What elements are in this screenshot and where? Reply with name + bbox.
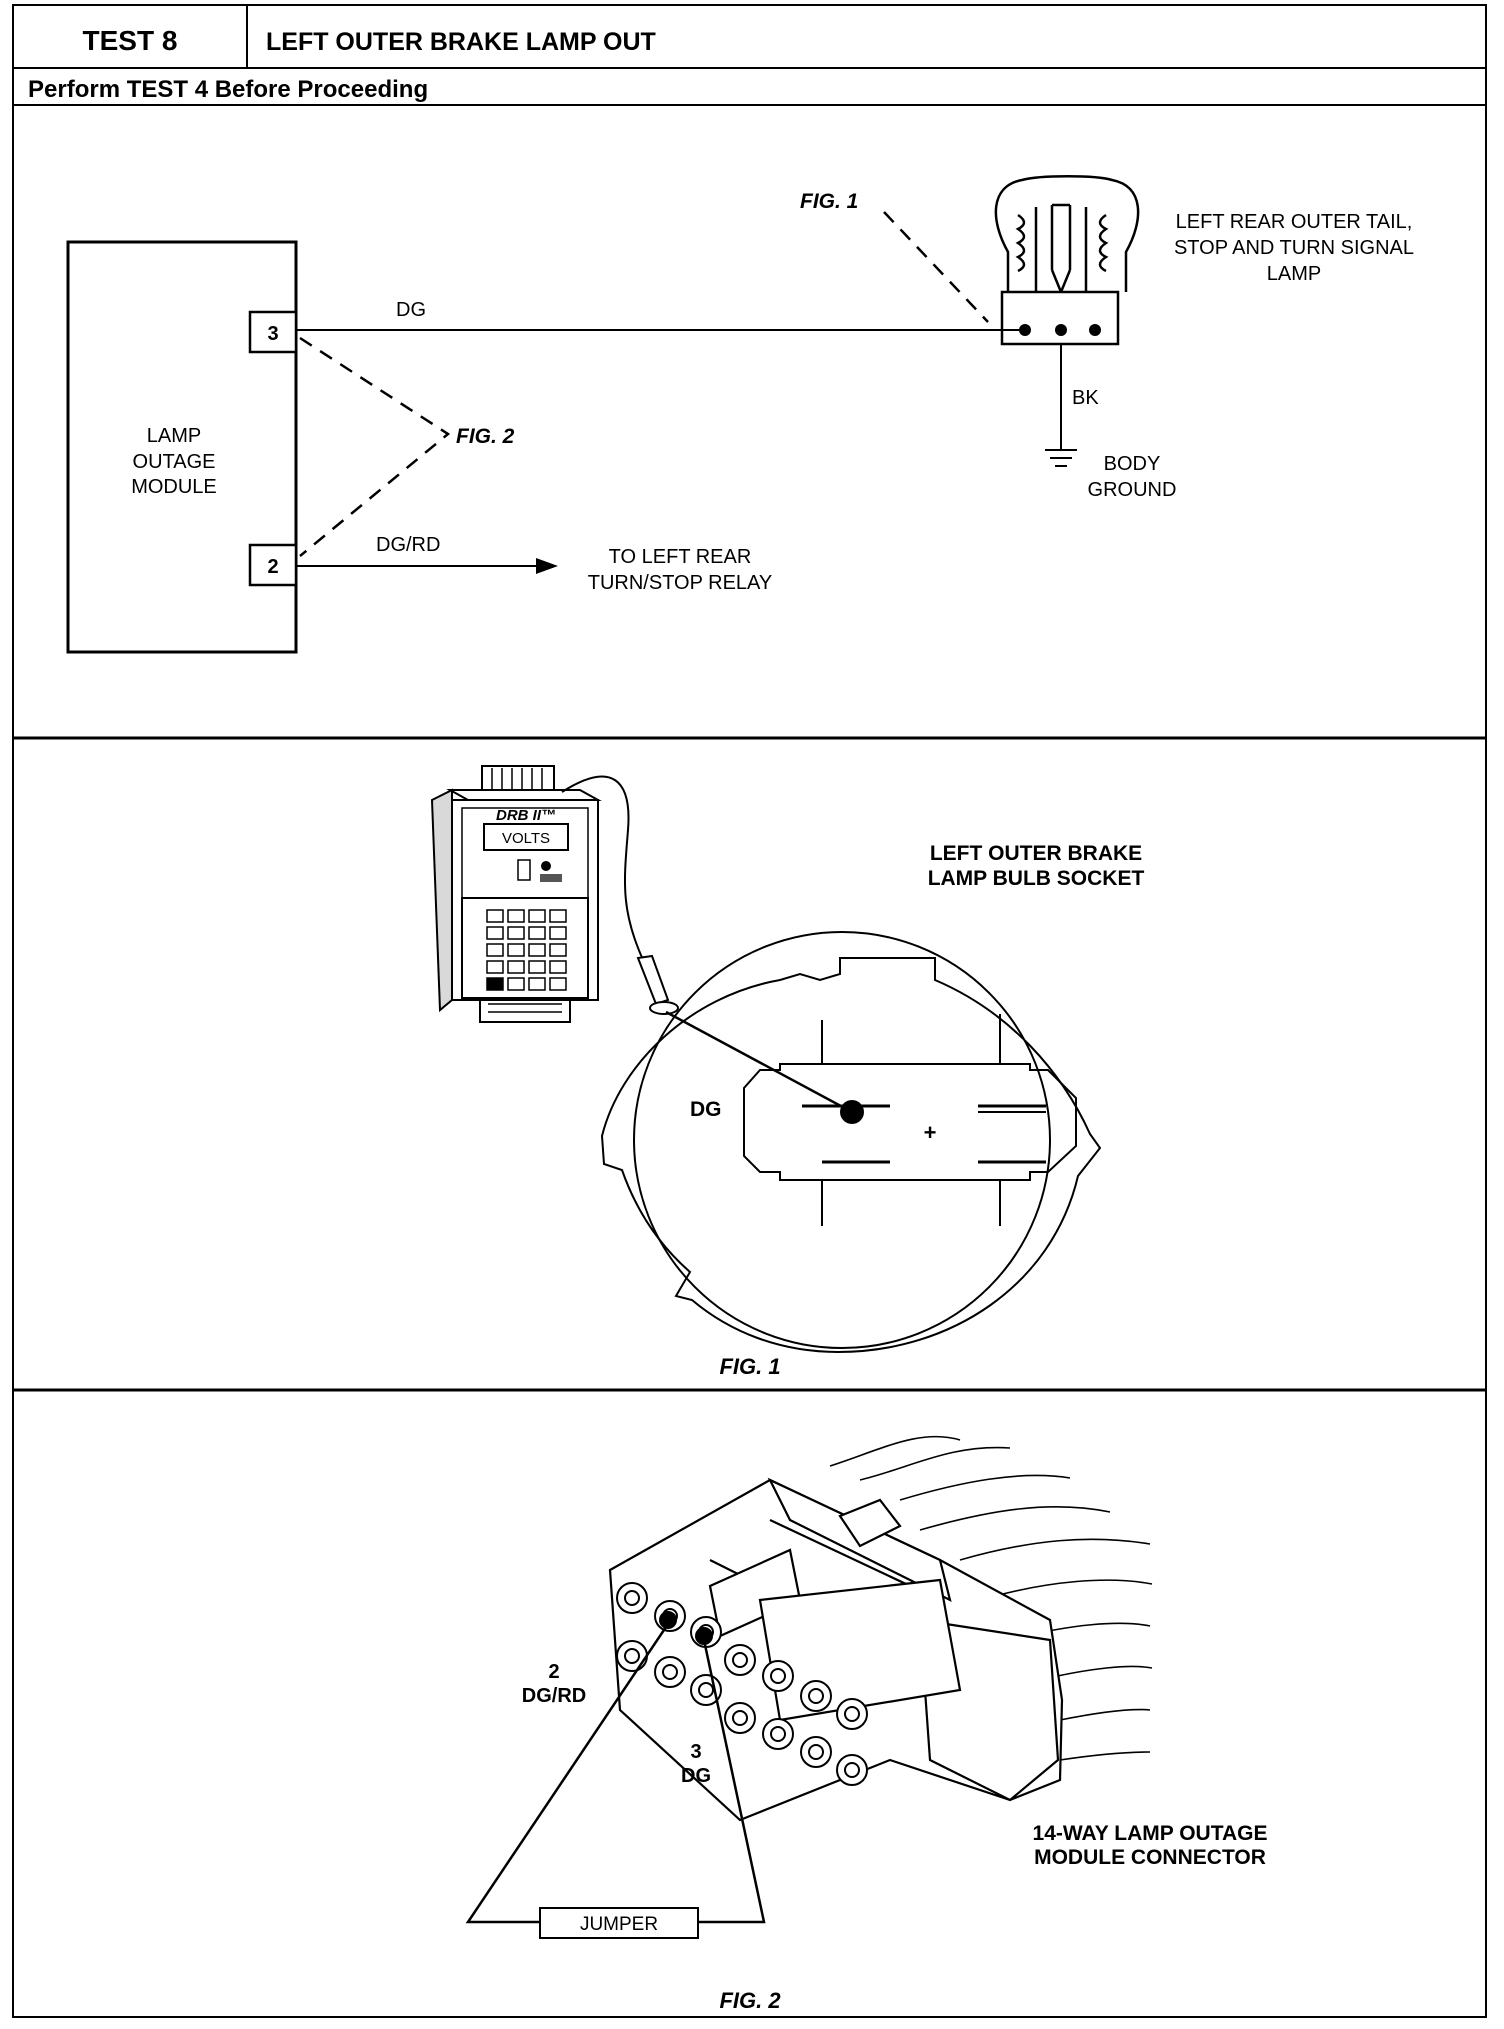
lamp-bulb-symbol — [994, 175, 1140, 346]
fig2-leader-lines — [299, 336, 451, 557]
dgrd-wire-label: DG/RD — [376, 534, 440, 556]
prerequisite-note: Perform TEST 4 Before Proceeding — [28, 76, 428, 103]
socket-label-line1: LEFT OUTER BRAKE — [930, 842, 1142, 865]
tester-brand: DRB II™ — [496, 807, 556, 824]
lamp-bulb-socket — [600, 931, 1102, 1354]
connector-housing — [608, 1477, 1064, 1822]
pin-3-probe-point — [695, 1627, 713, 1645]
drb-tester — [430, 765, 602, 1023]
ground-symbol — [1045, 449, 1077, 467]
module-label-line1: LAMP — [147, 425, 201, 447]
pin2-label-color: DG/RD — [522, 1685, 586, 1707]
socket-label-line2: LAMP BULB SOCKET — [928, 867, 1145, 890]
ground-label-line2: GROUND — [1088, 479, 1177, 501]
fig2-reference: FIG. 2 — [456, 425, 515, 448]
fig2-caption: FIG. 2 — [719, 1988, 781, 2013]
pin2-label-number: 2 — [548, 1661, 559, 1683]
tester-display: VOLTS — [502, 830, 550, 847]
module-label-line3: MODULE — [131, 476, 217, 498]
pin-3-label: 3 — [267, 323, 278, 345]
fig1-caption: FIG. 1 — [719, 1354, 780, 1379]
jumper-wires — [465, 1623, 766, 1924]
ground-label-line1: BODY — [1104, 453, 1161, 475]
lamp-outage-module-box — [66, 240, 298, 654]
fig1-reference: FIG. 1 — [800, 190, 858, 213]
relay-label-line1: TO LEFT REAR — [609, 546, 752, 568]
socket-plus-sign: + — [924, 1120, 937, 1145]
socket-contacts — [802, 1104, 1046, 1164]
bk-wire-label: BK — [1072, 387, 1099, 409]
lamp-label-line1: LEFT REAR OUTER TAIL, — [1176, 211, 1413, 233]
pin3-label-number: 3 — [690, 1741, 701, 1763]
probe-contact-point — [840, 1100, 864, 1124]
pin-2-label: 2 — [267, 556, 278, 578]
pin-2-box — [248, 543, 298, 587]
tester-keypad — [486, 909, 567, 991]
fig1-illustration: DRB II™ VOLTS — [430, 765, 1145, 1379]
pin3-label-color: DG — [681, 1765, 711, 1787]
test-number: TEST 8 — [83, 25, 178, 56]
pin-3-box — [248, 310, 298, 354]
lamp-label-line2: STOP AND TURN SIGNAL — [1174, 237, 1414, 259]
lamp-terminal-center — [1055, 324, 1067, 336]
relay-label-line2: TURN/STOP RELAY — [588, 572, 773, 594]
module-label-line2: OUTAGE — [133, 451, 216, 473]
connector-label-line1: 14-WAY LAMP OUTAGE — [1033, 1822, 1268, 1845]
lamp-terminal-left — [1019, 324, 1031, 336]
probe-lead — [561, 775, 645, 963]
jumper-label: JUMPER — [580, 1914, 658, 1935]
jumper-box — [539, 1907, 699, 1939]
connector-label-line1b: MODULE CONNECTOR — [1034, 1846, 1266, 1869]
page-frame — [12, 4, 1487, 2018]
test-title: LEFT OUTER BRAKE LAMP OUT — [266, 28, 656, 56]
lamp-terminal-right — [1089, 324, 1101, 336]
probe — [636, 954, 853, 1114]
socket-wire-dg-label: DG — [690, 1098, 722, 1121]
pin-2-probe-point — [659, 1611, 677, 1629]
wiring-schematic: LAMP OUTAGE MODULE 3 2 DG DG/RD TO LEFT … — [66, 175, 1414, 654]
lamp-label-line3: LAMP — [1267, 263, 1321, 285]
fig1-leader-line — [883, 211, 989, 323]
dg-wire-label: DG — [396, 299, 426, 321]
fig2-illustration: JUMPER 2 DG/RD 3 DG 14-WAY LAMP OUTAGE M… — [465, 1435, 1268, 2013]
dgrd-arrowhead — [536, 558, 558, 574]
